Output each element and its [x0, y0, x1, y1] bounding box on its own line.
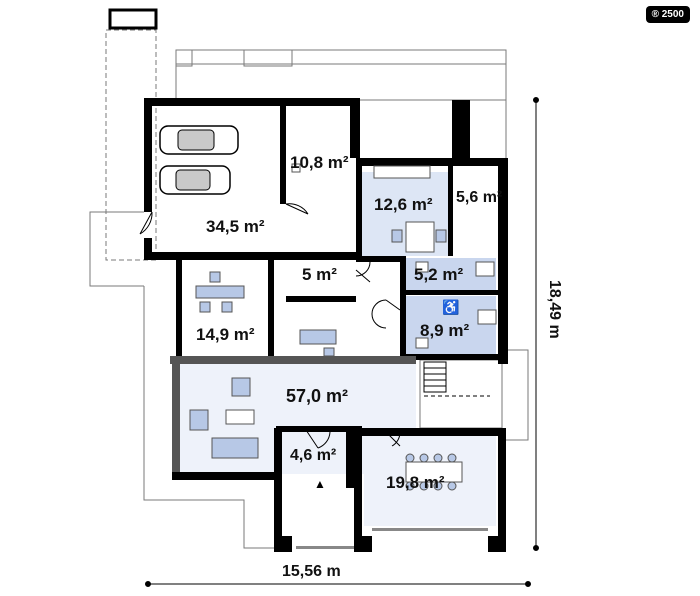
depth-dimension-label: 18,49 m: [546, 280, 563, 339]
stairs: [423, 361, 490, 397]
walls: [144, 98, 508, 552]
depth-dimension-line: [533, 97, 539, 551]
furniture: [189, 163, 497, 491]
room-kitchen-label: 12,6 m²: [374, 195, 433, 214]
door-swings: [139, 203, 401, 449]
width-dimension-label: 15,56 m: [282, 563, 341, 580]
scale-badge: ® 2500: [645, 6, 690, 23]
room-living-label: 57,0 m²: [286, 386, 348, 406]
room-small-label: 4,6 m²: [290, 447, 336, 464]
room-pantry-label: 5,6 m²: [456, 189, 502, 206]
car-icon: [159, 125, 239, 195]
width-dimension-line: [145, 581, 531, 587]
room-garage-label: 34,5 m²: [206, 217, 265, 236]
terrace-outlines: [89, 29, 529, 549]
entrance-arrow-icon: ▲: [314, 477, 326, 491]
room-office-label: 14,9 m²: [196, 325, 255, 344]
room-dining-label: 19,8 m²: [386, 473, 445, 492]
room-wc-label: 5,2 m²: [414, 265, 463, 284]
room-bathroom-label: 8,9 m²: [420, 321, 469, 340]
chimney-block: [108, 8, 158, 30]
room-storage-label: 10,8 m²: [290, 153, 349, 172]
room-hall-label: 5 m²: [302, 265, 337, 284]
wheelchair-icon: ♿: [442, 299, 459, 316]
